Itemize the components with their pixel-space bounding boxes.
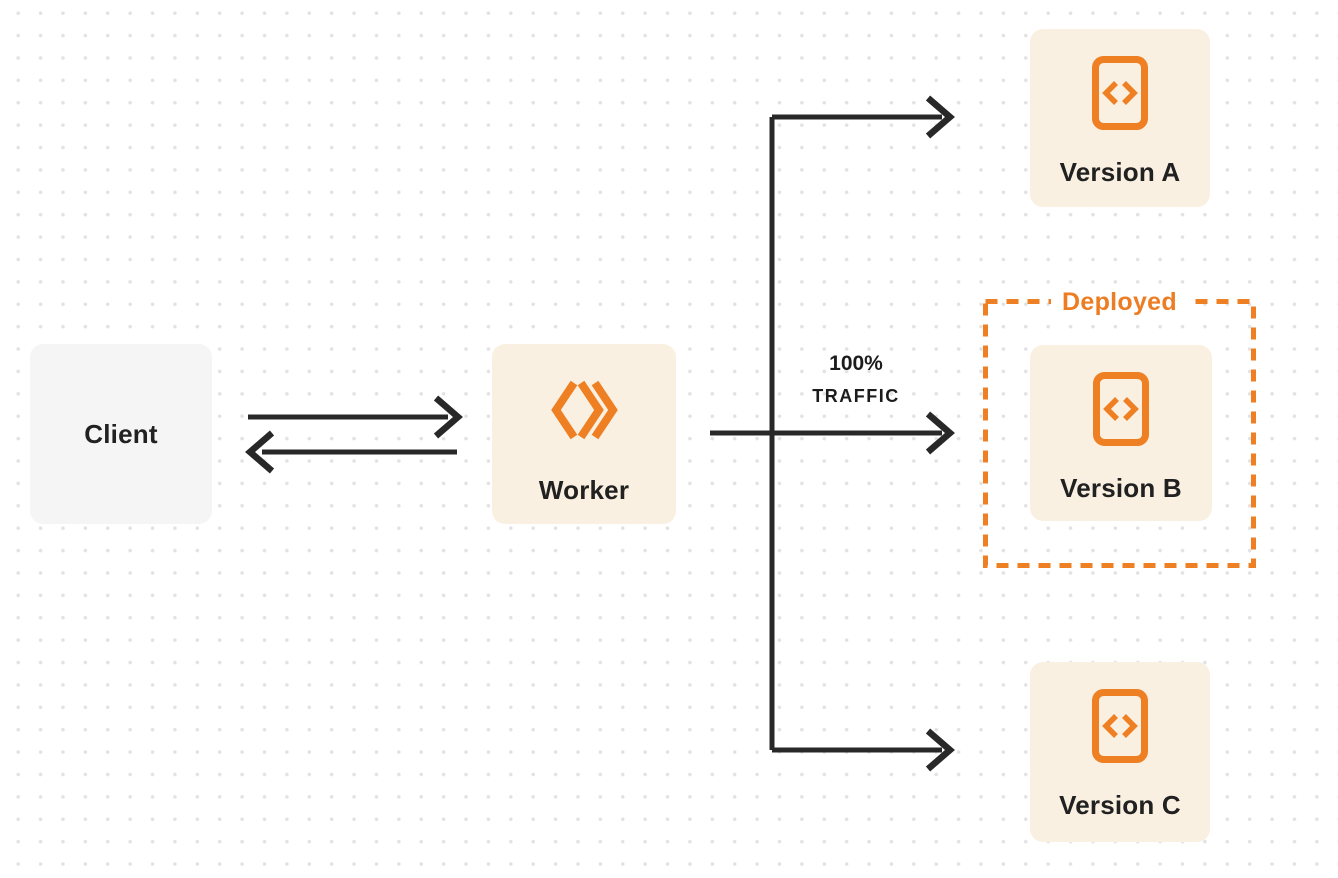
code-file-icon [1092,56,1148,130]
code-file-icon [1092,689,1148,763]
version-b-node-label: Version B [1060,473,1182,503]
worker-node-label: Worker [538,475,630,505]
arrowhead-right-icon [925,728,955,772]
deployed-badge: Deployed [983,287,1256,317]
version-b-node: Version B [1030,345,1212,521]
arrowhead-right-icon [925,95,955,139]
client-node: Client [30,344,212,524]
worker-node: Worker [492,344,676,524]
code-file-icon [1093,372,1149,446]
client-node-label: Client [84,419,158,449]
deployed-badge-label: Deployed [1051,287,1188,317]
version-c-node: Version C [1030,662,1210,842]
cloudflare-workers-logo-icon [550,380,618,440]
arrowhead-right-icon [433,395,463,439]
traffic-annotation: 100% TRAFFIC [789,351,923,409]
version-a-node: Version A [1030,29,1210,207]
arrowhead-left-icon [245,430,275,474]
traffic-word-label: TRAFFIC [812,386,900,406]
version-a-node-label: Version A [1059,157,1181,187]
version-c-node-label: Version C [1059,790,1181,820]
traffic-percent-label: 100% [829,352,883,375]
arrowhead-right-icon [925,411,955,455]
